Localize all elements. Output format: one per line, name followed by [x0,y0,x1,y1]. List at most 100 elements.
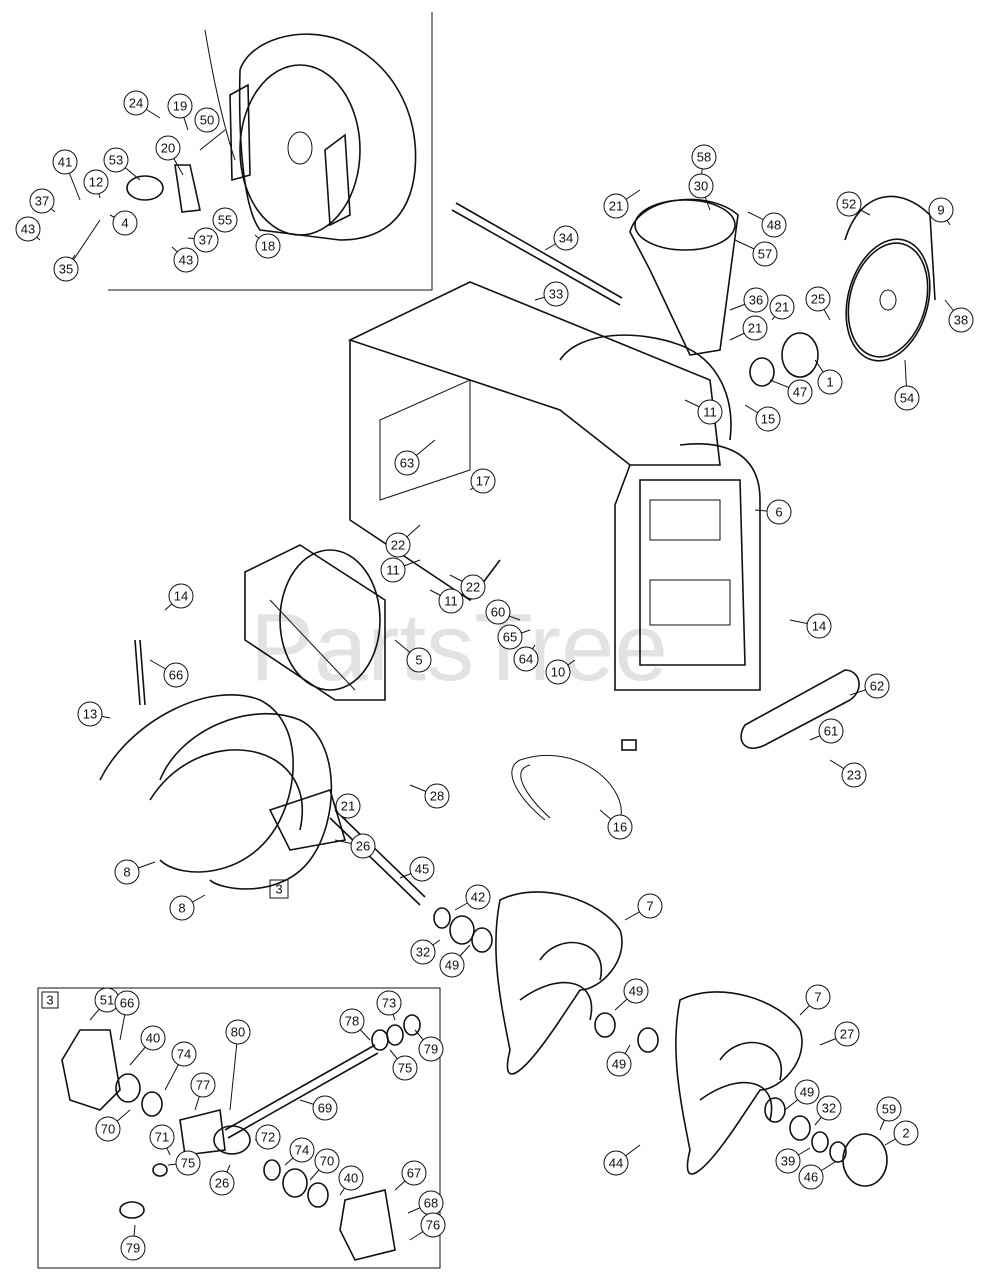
callout-label: 32 [416,945,430,960]
callout-62: 62 [849,673,890,699]
electric-cord [511,739,637,821]
callout-40: 40 [129,1025,166,1066]
callout-circle [209,1170,235,1196]
callout-label: 12 [89,175,103,190]
callout-label: 2 [902,1126,909,1141]
callout-label: 51 [100,993,114,1008]
callout-66: 66 [149,659,189,688]
callout-76: 76 [409,1212,446,1241]
callout-circle [289,1137,315,1163]
callout-26: 26 [334,833,376,859]
callout-circle [948,307,974,333]
callout-label: 26 [356,839,370,854]
callout-label: 72 [261,1130,275,1145]
callout-circle [29,188,55,214]
control-rod [134,639,146,706]
callout-label: 40 [146,1031,160,1046]
callout-circle [120,1235,146,1261]
callout-13: 13 [77,701,111,727]
callout-label: 69 [318,1101,332,1116]
callout-49: 49 [606,1044,632,1077]
callout-label: 10 [551,665,565,680]
callout-circle [805,984,831,1010]
callout-label: 8 [178,901,185,916]
auger-housing [347,281,761,691]
callout-label: 49 [445,958,459,973]
callout-label: 30 [694,179,708,194]
callout-circle [112,210,138,236]
callout-14: 14 [789,613,832,639]
callout-circle [392,1055,418,1081]
callout-circle [312,1095,338,1121]
callout-49: 49 [439,944,471,978]
callout-circle [380,557,406,583]
callout-label: 21 [775,300,789,315]
callout-label: 79 [126,1241,140,1256]
callout-label: 78 [345,1014,359,1029]
callout-label: 21 [609,199,623,214]
callout-circle [15,216,41,242]
callout-51: 51 [89,987,120,1021]
callout-circle [163,662,189,688]
callout-circle [424,783,450,809]
bottom-inset-frame: 3 [37,987,441,1269]
callout-label: 49 [800,1085,814,1100]
callout-circle [623,978,649,1004]
callout-54: 54 [894,359,920,411]
callout-32: 32 [814,1095,842,1126]
callout-label: 67 [407,1166,421,1181]
callout-circle [894,385,920,411]
callout-label: 47 [793,385,807,400]
callout-circle [338,1165,364,1191]
callout-circle [876,1096,902,1122]
callout-label: 11 [703,405,717,420]
callout-49: 49 [614,978,649,1011]
callout-65: 65 [497,624,531,650]
callout-37: 37 [187,227,219,253]
callout-label: 32 [822,1101,836,1116]
callout-circle [439,952,465,978]
callout-label: 37 [199,233,213,248]
callout-50: 50 [194,107,220,133]
callout-70: 70 [309,1148,340,1181]
callout-circle [697,399,723,425]
callout-21: 21 [603,189,641,219]
callout-label: 37 [35,194,49,209]
callout-circle [794,1079,820,1105]
callout-57: 57 [734,239,778,267]
callout-label: 33 [549,287,563,302]
callout-37: 37 [29,188,56,214]
callout-circle [339,1008,365,1034]
callout-label: 45 [415,862,429,877]
callout-label: 64 [519,652,533,667]
callout-15: 15 [744,404,781,432]
callout-circle [103,147,129,173]
callout-11: 11 [684,399,723,425]
callout-70: 70 [95,1109,131,1142]
callout-21: 21 [729,315,768,341]
callout-circle [787,379,813,405]
callout-label: 38 [954,313,968,328]
callout-label: 49 [612,1057,626,1072]
callout-label: 22 [466,580,480,595]
callout-circle [607,814,633,840]
callout-label: 44 [609,1156,623,1171]
callout-circle [893,1120,919,1146]
callout-46: 46 [798,1161,836,1190]
callout-label: 62 [870,679,884,694]
callout-label: 73 [382,996,396,1011]
callout-circle [817,369,843,395]
callout-80: 80 [225,1019,251,1111]
callout-7: 7 [624,893,663,921]
callout-circle [543,281,569,307]
callout-20: 20 [155,135,184,176]
callout-circle [766,499,792,525]
callout-label: 60 [491,605,505,620]
callout-59: 59 [876,1096,902,1131]
callout-label: 13 [83,707,97,722]
callout-77: 77 [190,1072,216,1111]
callout-label: 79 [424,1042,438,1057]
callout-label: 74 [177,1047,191,1062]
